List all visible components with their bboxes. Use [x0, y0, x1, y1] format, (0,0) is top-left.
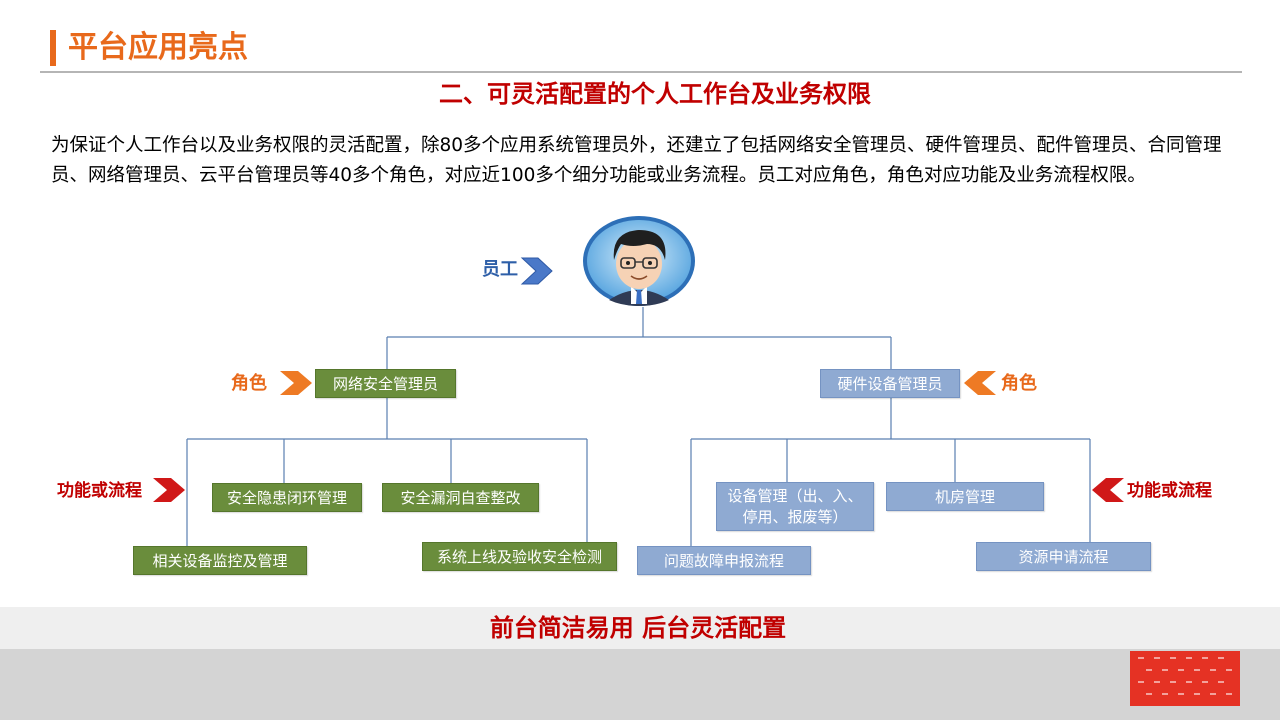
title-accent-bar	[50, 30, 56, 66]
role-box-hardware: 硬件设备管理员	[820, 369, 960, 398]
role-label-left: 角色	[231, 373, 267, 394]
employee-arrow-icon	[520, 257, 553, 285]
function-arrow-right-icon	[153, 478, 185, 502]
role-arrow-right-icon	[280, 371, 312, 395]
function-box-launch-security-test: 系统上线及验收安全检测	[422, 542, 617, 571]
footer-dot-pattern-icon	[1138, 657, 1232, 695]
function-label-right: 功能或流程	[1127, 481, 1212, 501]
footer-brand-block	[1130, 651, 1240, 706]
page-title: 平台应用亮点	[68, 30, 248, 65]
title-divider	[40, 71, 1242, 73]
role-arrow-left-icon	[964, 371, 996, 395]
slogan-band	[0, 607, 1280, 649]
slogan-text: 前台简洁易用 后台灵活配置	[489, 614, 787, 642]
function-label-left: 功能或流程	[57, 481, 142, 501]
employee-avatar-icon	[583, 216, 695, 306]
function-arrow-left-icon	[1092, 478, 1124, 502]
function-box-device-management: 设备管理（出、入、停用、报废等）	[716, 482, 874, 531]
function-box-resource-request: 资源申请流程	[976, 542, 1151, 571]
intro-paragraph: 为保证个人工作台以及业务权限的灵活配置，除80多个应用系统管理员外，还建立了包括…	[51, 135, 1222, 186]
role-box-network-security: 网络安全管理员	[315, 369, 456, 398]
function-box-hazard-loop: 安全隐患闭环管理	[212, 483, 362, 512]
section-title: 二、可灵活配置的个人工作台及业务权限	[439, 80, 871, 108]
function-box-machine-room: 机房管理	[886, 482, 1044, 511]
function-box-fault-report: 问题故障申报流程	[637, 546, 811, 575]
employee-label: 员工	[482, 259, 518, 280]
function-box-device-monitoring: 相关设备监控及管理	[133, 546, 307, 575]
role-label-right: 角色	[1001, 373, 1037, 394]
function-box-vulnerability-check: 安全漏洞自查整改	[382, 483, 539, 512]
footer-band	[0, 649, 1280, 720]
